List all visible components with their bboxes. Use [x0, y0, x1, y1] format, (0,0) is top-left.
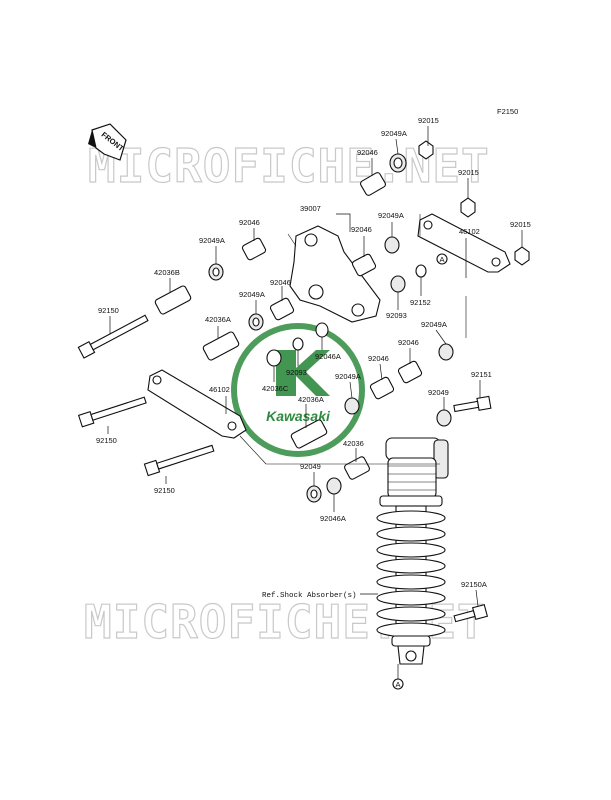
label-92049A-c: 92049A: [199, 236, 225, 245]
seal-92049A-center: [344, 397, 360, 415]
label-42036B: 42036B: [154, 268, 180, 277]
label-92046A-b: 92046A: [320, 514, 346, 523]
label-92015-a: 92015: [418, 116, 439, 125]
label-92049A-f: 92049A: [335, 372, 361, 381]
front-arrow-icon: FRONT: [88, 123, 127, 161]
label-92151: 92151: [471, 370, 492, 379]
seal-92049-right: [436, 409, 452, 427]
label-42036A-a: 42036A: [205, 315, 231, 324]
label-42036C: 42036C: [262, 384, 289, 393]
seal-92093-right: [390, 275, 406, 293]
label-42036: 42036: [343, 439, 364, 448]
bolt-92150-a: [77, 314, 149, 359]
rocker-arm-39007: [289, 225, 381, 323]
kawasaki-logo: Kawasaki: [231, 323, 365, 457]
label-92150-a: 92150: [98, 306, 119, 315]
bolt-92150-b: [77, 396, 147, 428]
label-92049A-e: 92049A: [421, 320, 447, 329]
figure-code: F2150: [497, 107, 518, 116]
bearing-92046-mid: [351, 253, 377, 277]
collar-42036C: [266, 349, 282, 367]
label-92093-b: 92093: [286, 368, 307, 377]
ref-marker-a-top: [436, 253, 448, 265]
label-92049A-a: 92049A: [381, 129, 407, 138]
label-92046A-a: 92046A: [315, 352, 341, 361]
bearing-92046-left: [241, 237, 267, 261]
label-92046-d: 92046: [398, 338, 419, 347]
label-42036A-b: 42036A: [298, 395, 324, 404]
brand-name: Kawasaki: [266, 408, 331, 424]
label-92150-c: 92150: [154, 486, 175, 495]
collar-42036A-lower: [290, 419, 328, 449]
label-92046-e: 92046: [368, 354, 389, 363]
label-46102-a: 46102: [459, 227, 480, 236]
ref-marker-a-bottom-label: A: [396, 680, 401, 689]
label-92049A-d: 92049A: [239, 290, 265, 299]
collar-42036B: [154, 285, 192, 315]
link-46102-lower: [147, 369, 247, 439]
label-92046-f: 92046: [270, 278, 291, 287]
nut-92015-mid: [460, 197, 476, 218]
label-92049-a: 92049: [428, 388, 449, 397]
shock-absorber: [376, 437, 449, 665]
collar-42036: [344, 456, 370, 480]
label-92152: 92152: [410, 298, 431, 307]
bushing-92046A-lower: [326, 477, 342, 495]
seal-92049A-mid: [384, 236, 400, 254]
label-92046-b: 92046: [351, 225, 372, 234]
label-92049A-b: 92049A: [378, 211, 404, 220]
label-92046-c: 92046: [239, 218, 260, 227]
seal-92093-left: [292, 337, 304, 351]
bearing-92046-top: [360, 172, 386, 196]
bearing-92046-right2: [369, 376, 395, 400]
bearing-92046-right: [397, 360, 423, 384]
label-92046-a: 92046: [357, 148, 378, 157]
reference-shock-absorber: Ref.Shock Absorber(s): [262, 592, 357, 600]
nut-92015-right: [514, 246, 530, 266]
bolt-92150-c: [143, 444, 215, 477]
bearing-92046-lower: [269, 297, 295, 321]
label-92150A: 92150A: [461, 580, 487, 589]
label-46102-b: 46102: [209, 385, 230, 394]
label-92015-c: 92015: [510, 220, 531, 229]
washer-92152: [415, 264, 427, 278]
nut-92015-top: [418, 140, 434, 160]
link-46102-upper: [417, 213, 511, 273]
label-92015-b: 92015: [458, 168, 479, 177]
label-92150-b: 92150: [96, 436, 117, 445]
seal-92049A-right: [438, 343, 454, 361]
ref-marker-a-top-label: A: [440, 255, 445, 264]
label-39007: 39007: [300, 204, 321, 213]
bolt-92150A: [453, 603, 489, 623]
label-92093-a: 92093: [386, 311, 407, 320]
part-labels: 92015 92049A 92046 92015 92015 39007 920…: [96, 116, 531, 600]
label-92049-b: 92049: [300, 462, 321, 471]
leader-lines: [107, 126, 523, 679]
bushing-92046A-mid: [315, 322, 329, 338]
bolt-92151: [453, 395, 492, 413]
collar-42036A-upper: [202, 331, 240, 361]
